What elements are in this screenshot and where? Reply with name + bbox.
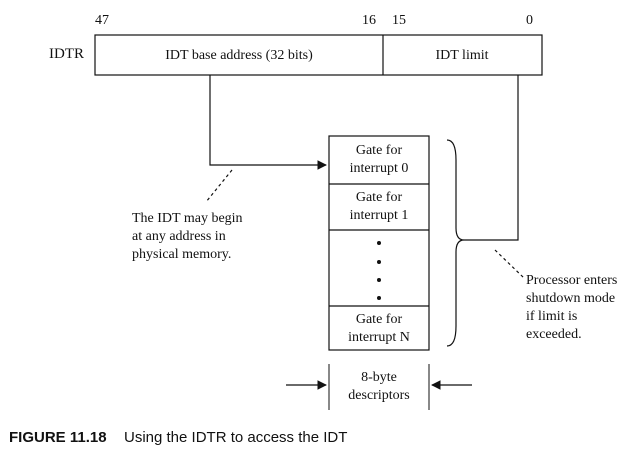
gate-entry-1: Gate for interrupt 1 — [350, 190, 409, 223]
shutdown-note-line1: Processor enters — [526, 273, 617, 288]
width-label-line2: descriptors — [348, 388, 409, 403]
begin-note-line3: physical memory. — [132, 247, 231, 262]
gate-entry-0-line2: interrupt 0 — [350, 161, 409, 176]
gate-entry-n: Gate for interrupt N — [348, 312, 410, 345]
shutdown-note-line4: exceeded. — [526, 327, 582, 342]
idtr-label: IDTR — [49, 46, 84, 62]
bit-label-16: 16 — [362, 13, 376, 28]
limit-connector-line — [464, 75, 519, 241]
shutdown-note-line2: shutdown mode — [526, 291, 615, 306]
width-label: 8-byte descriptors — [348, 370, 409, 403]
bit-label-15: 15 — [392, 13, 406, 28]
base-address-field: IDT base address (32 bits) — [165, 48, 313, 63]
bit-label-0: 0 — [526, 13, 533, 28]
figure-caption: FIGURE 11.18 Using the IDTR to access th… — [9, 429, 347, 446]
gate-entry-0: Gate for interrupt 0 — [350, 143, 409, 176]
idt-table — [328, 135, 430, 351]
begin-note: The IDT may begin at any address in phys… — [132, 211, 243, 262]
begin-note-leader — [205, 169, 233, 203]
width-label-line1: 8-byte — [361, 370, 397, 385]
base-pointer-arrow — [209, 75, 327, 170]
bit-label-47: 47 — [95, 13, 109, 28]
shutdown-note-leader — [494, 249, 525, 279]
gate-entry-n-line1: Gate for — [356, 312, 403, 327]
shutdown-note-line3: if limit is — [526, 309, 577, 324]
shutdown-note: Processor enters shutdown mode if limit … — [526, 273, 617, 342]
gate-entry-n-line2: interrupt N — [348, 330, 410, 345]
gate-entry-1-line2: interrupt 1 — [350, 208, 409, 223]
gate-entry-1-line1: Gate for — [356, 190, 403, 205]
begin-note-line1: The IDT may begin — [132, 211, 243, 226]
figure-title: Using the IDTR to access the IDT — [124, 429, 347, 446]
table-brace — [446, 139, 465, 347]
limit-field: IDT limit — [435, 48, 488, 63]
gate-entry-0-line1: Gate for — [356, 143, 403, 158]
begin-note-line2: at any address in — [132, 229, 226, 244]
figure-number: FIGURE 11.18 — [9, 429, 107, 446]
idtr-register — [94, 34, 543, 76]
ellipsis-dots — [377, 241, 381, 300]
